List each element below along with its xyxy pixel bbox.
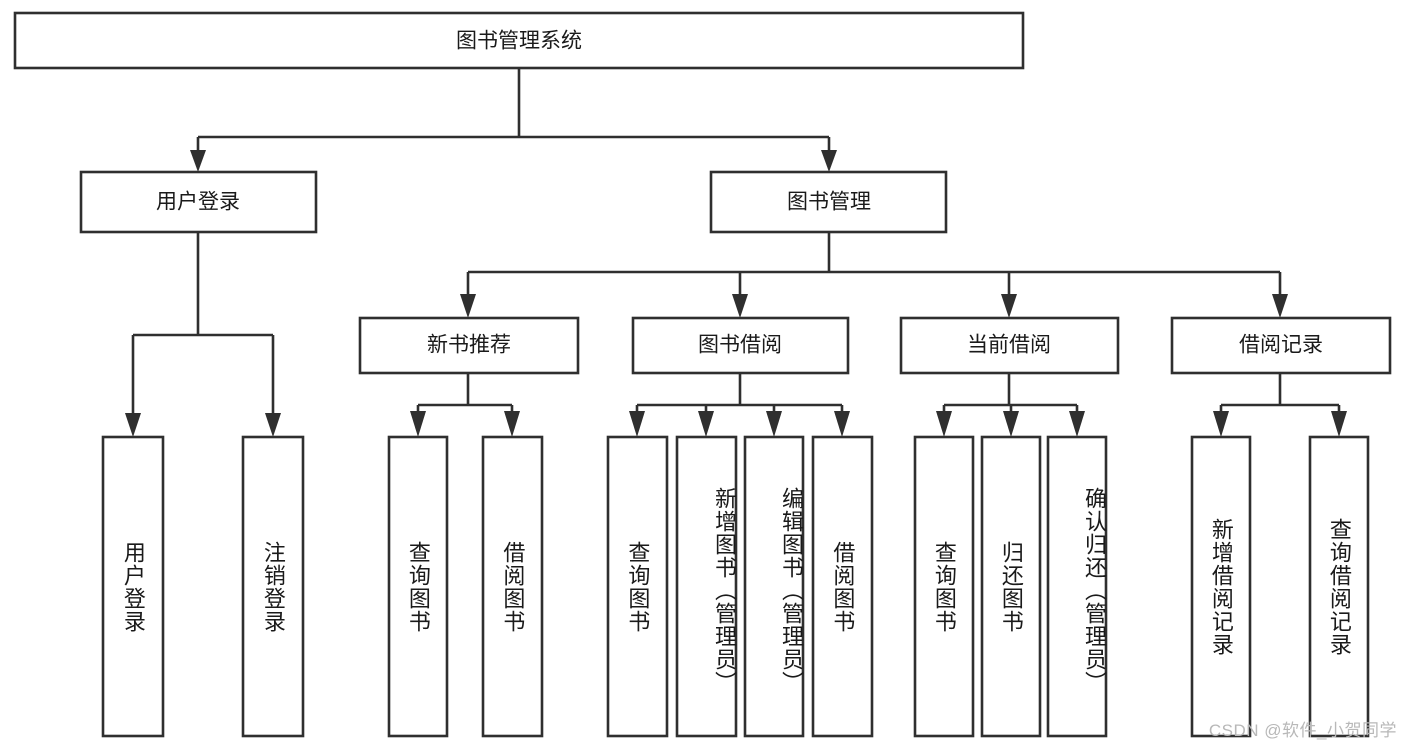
leaf-edit-book-box[interactable] [743, 435, 805, 738]
leaf-user-login-box[interactable] [101, 435, 165, 738]
edges-layer [125, 68, 1347, 437]
csdn-watermark: CSDN @软件_小贺同学 [1208, 721, 1397, 740]
arrow-to-leaf-query-book-borrow [629, 411, 645, 437]
node-book-manage-label: 图书管理 [787, 191, 871, 214]
leaf-boxes-layer [101, 435, 1370, 738]
node-book-manage[interactable]: 图书管理 [709, 170, 948, 234]
arrow-to-leaf-user-login [125, 413, 141, 437]
leaf-add-borrow-record-box[interactable] [1190, 435, 1252, 738]
arrow-to-new-book-recommend [460, 294, 476, 318]
leaf-query-book-rec-box[interactable] [387, 435, 449, 738]
leaf-borrow-book-rec-box[interactable] [481, 435, 544, 738]
node-book-manage-box[interactable] [709, 170, 948, 234]
leaf-query-book-borrow-box[interactable] [606, 435, 669, 738]
node-borrow-record[interactable]: 借阅记录 [1170, 316, 1392, 375]
leaf-borrow-book-box[interactable] [811, 435, 874, 738]
arrow-to-leaf-edit-book [766, 411, 782, 437]
arrow-to-book-manage [821, 150, 837, 172]
arrow-to-current-borrow [1001, 294, 1017, 318]
node-user-login[interactable]: 用户登录 [79, 170, 318, 234]
leaf-confirm-return-box[interactable] [1046, 435, 1108, 738]
node-new-book-recommend-label: 新书推荐 [427, 334, 511, 357]
arrow-to-leaf-query-borrow-record [1331, 411, 1347, 437]
arrow-to-leaf-query-book-cur [936, 411, 952, 437]
arrow-to-leaf-borrow-book [834, 411, 850, 437]
node-new-book-recommend-box[interactable] [358, 316, 580, 375]
arrow-to-book-borrow [732, 294, 748, 318]
node-root-label: 图书管理系统 [456, 30, 582, 53]
leaf-query-borrow-record-box[interactable] [1308, 435, 1370, 738]
arrow-to-borrow-record [1272, 294, 1288, 318]
leaf-query-book-cur-box[interactable] [913, 435, 975, 738]
arrow-to-leaf-add-borrow-record [1213, 411, 1229, 437]
leaf-return-book-box[interactable] [980, 435, 1042, 738]
arrow-to-user-login [190, 150, 206, 172]
node-book-borrow-label: 图书借阅 [698, 334, 782, 357]
node-current-borrow-label: 当前借阅 [967, 334, 1051, 357]
node-root-box[interactable] [13, 11, 1025, 70]
node-current-borrow[interactable]: 当前借阅 [899, 316, 1120, 375]
node-borrow-record-box[interactable] [1170, 316, 1392, 375]
arrow-to-leaf-return-book [1003, 411, 1019, 437]
arrow-to-leaf-add-book [698, 411, 714, 437]
node-book-borrow[interactable]: 图书借阅 [631, 316, 850, 375]
arrow-to-leaf-user-logout [265, 413, 281, 437]
arrow-to-leaf-query-book-rec [410, 411, 426, 437]
node-new-book-recommend[interactable]: 新书推荐 [358, 316, 580, 375]
leaf-add-book-box[interactable] [675, 435, 738, 738]
node-borrow-record-label: 借阅记录 [1239, 334, 1323, 357]
node-book-borrow-box[interactable] [631, 316, 850, 375]
leaf-user-logout-box[interactable] [241, 435, 305, 738]
node-user-login-label: 用户登录 [156, 191, 240, 214]
node-root[interactable]: 图书管理系统 [13, 11, 1025, 70]
node-user-login-box[interactable] [79, 170, 318, 234]
arrow-to-leaf-confirm-return [1069, 411, 1085, 437]
arrow-to-leaf-borrow-book-rec [504, 411, 520, 437]
node-current-borrow-box[interactable] [899, 316, 1120, 375]
